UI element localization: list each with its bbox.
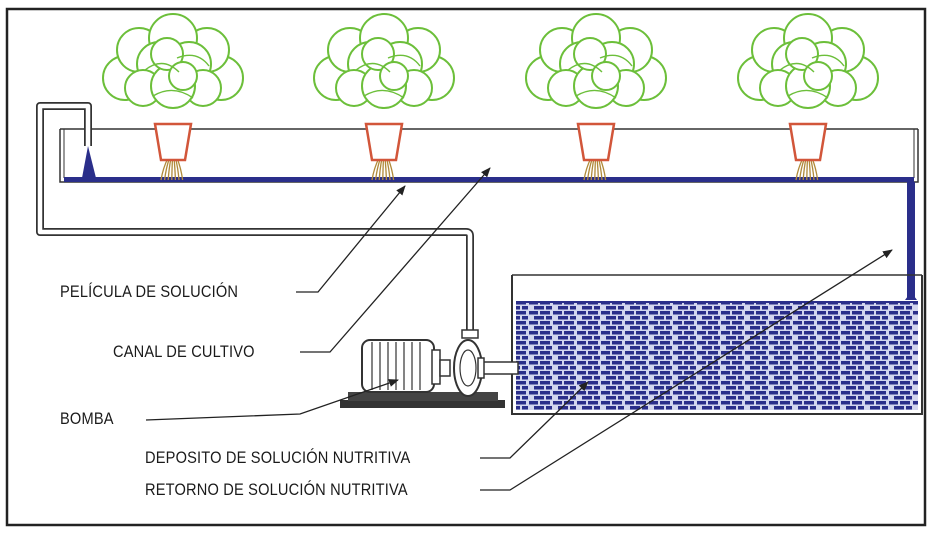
bomba-leader [145,379,399,421]
net-pot [364,122,404,162]
deposito-leader [480,381,589,459]
label-bomba: BOMBA [60,409,114,428]
lettuce-head [525,13,667,109]
roots [795,157,819,181]
grow-channel [59,128,919,183]
lettuce-1 [102,13,244,181]
lettuce-3 [525,13,667,181]
nutrient-solution [516,302,918,410]
roots [583,157,607,181]
lettuce-head [313,13,455,109]
lettuce-4 [737,13,879,181]
lettuce-head [737,13,879,109]
outer-frame [5,7,927,527]
net-pot [153,122,193,162]
return-pipe [907,182,915,298]
net-pot [576,122,616,162]
label-deposito: DEPOSITO DE SOLUCIÓN NUTRITIVA [145,448,411,467]
lettuce-2 [313,13,455,181]
roots [160,157,184,181]
label-pelicula: PELÍCULA DE SOLUCIÓN [60,282,239,301]
inlet-spray [82,146,96,178]
net-pot [788,122,828,162]
pelicula-leader [296,185,406,293]
pump [340,329,519,408]
plants-group [102,13,879,181]
roots [371,157,395,181]
label-retorno: RETORNO DE SOLUCIÓN NUTRITIVA [145,480,408,499]
nutrient-film [64,177,914,182]
lettuce-head [102,13,244,109]
label-canal: CANAL DE CULTIVO [113,342,255,361]
retorno-leader [480,249,893,491]
nutrient-reservoir [511,274,923,415]
canal-leader [300,167,491,353]
